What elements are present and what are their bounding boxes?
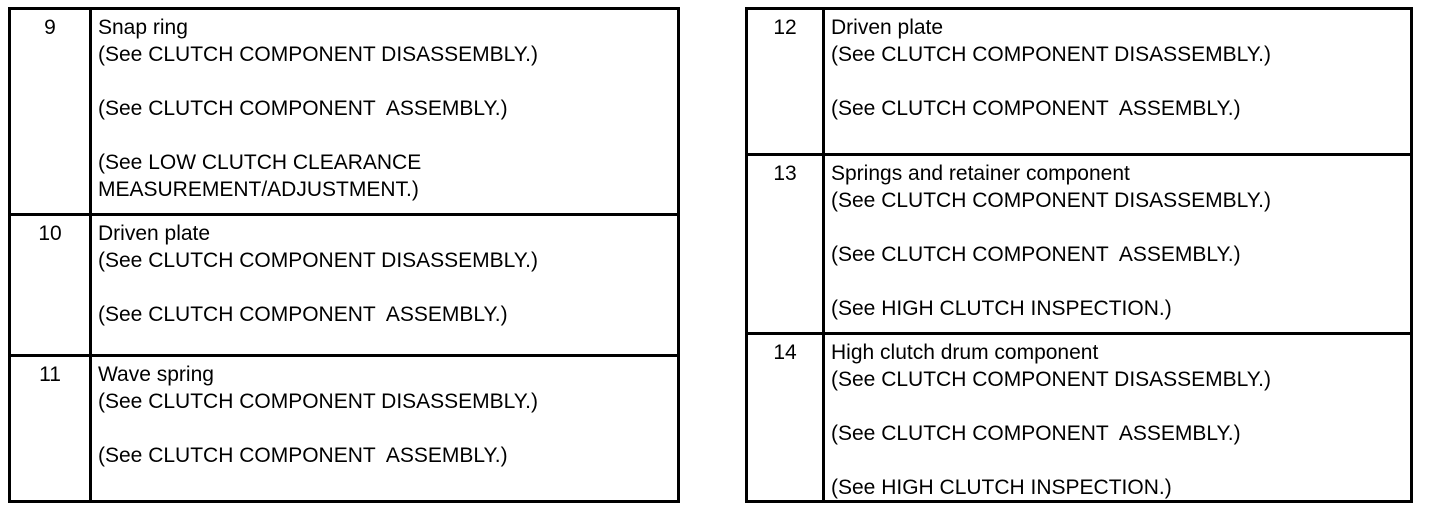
table-row-12: 12 Driven plate (See CLUTCH COMPONENT DI… [748,10,1410,153]
parts-table-right: 12 Driven plate (See CLUTCH COMPONENT DI… [745,7,1413,503]
item-number: 12 [748,10,825,153]
item-description: Driven plate (See CLUTCH COMPONENT DISAS… [98,222,538,326]
parts-table-left: 9 Snap ring (See CLUTCH COMPONENT DISASS… [8,7,680,503]
table-row-14: 14 High clutch drum component (See CLUTC… [748,332,1410,500]
item-description: Wave spring (See CLUTCH COMPONENT DISASS… [98,363,538,467]
item-number: 14 [748,335,825,500]
item-description: Snap ring (See CLUTCH COMPONENT DISASSEM… [98,16,538,201]
item-description: Driven plate (See CLUTCH COMPONENT DISAS… [831,16,1271,120]
table-row-11: 11 Wave spring (See CLUTCH COMPONENT DIS… [11,354,677,500]
item-description: High clutch drum component (See CLUTCH C… [831,341,1271,499]
item-number: 13 [748,156,825,332]
table-row-9: 9 Snap ring (See CLUTCH COMPONENT DISASS… [11,10,677,213]
item-number: 11 [11,357,92,500]
item-number: 10 [11,216,92,354]
table-row-10: 10 Driven plate (See CLUTCH COMPONENT DI… [11,213,677,354]
item-number: 9 [11,10,92,213]
table-row-13: 13 Springs and retainer component (See C… [748,153,1410,332]
item-description: Springs and retainer component (See CLUT… [831,162,1271,320]
